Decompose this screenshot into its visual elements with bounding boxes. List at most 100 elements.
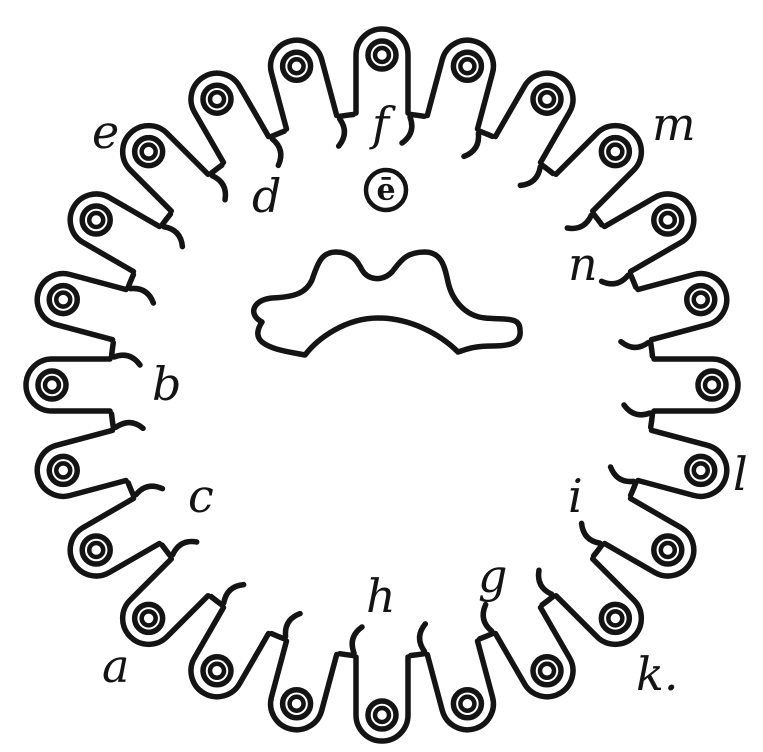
lobe-hook xyxy=(582,523,601,543)
lobe-hook xyxy=(567,215,591,228)
lobe-hook xyxy=(339,119,345,146)
ring-segment xyxy=(411,115,425,117)
lobe xyxy=(70,194,159,272)
lobe-hook xyxy=(285,614,300,637)
label-a: a xyxy=(102,639,129,693)
lobe-ring-inner xyxy=(540,664,554,678)
ring-segment xyxy=(631,483,636,496)
ring-segment xyxy=(480,634,493,639)
label-h: h xyxy=(366,569,396,623)
label-l: l xyxy=(733,447,748,501)
lobe-ring-inner xyxy=(210,664,224,678)
lobe-hook xyxy=(164,227,183,247)
lobe-hook xyxy=(483,605,492,632)
lobe-ring-inner xyxy=(661,213,675,227)
lobe-ring-inner xyxy=(540,92,554,106)
ring-segment xyxy=(128,483,133,496)
lobe-hook xyxy=(402,117,412,143)
lobe-hook xyxy=(173,542,197,555)
lobe-hook xyxy=(212,176,225,200)
label-n: n xyxy=(568,237,598,291)
label-e: e xyxy=(92,105,119,159)
lobe xyxy=(123,126,208,211)
label-m: m xyxy=(652,97,696,151)
lobe-ring-inner xyxy=(608,145,622,159)
label-k: k. xyxy=(636,647,679,701)
ring-segment xyxy=(651,343,653,357)
lobe-ring-outer xyxy=(533,657,561,685)
lobe-ring-inner xyxy=(210,92,224,106)
lobe xyxy=(123,559,208,644)
lobe xyxy=(556,559,641,644)
ring-segment xyxy=(594,545,602,556)
lobe-ring-inner xyxy=(694,463,708,477)
lobe-ring-outer xyxy=(82,536,110,564)
ring-segment xyxy=(162,545,170,556)
lobe-ring-inner xyxy=(290,697,304,711)
ring-segment xyxy=(272,131,285,136)
lobe-hook xyxy=(624,405,650,415)
lobe-ring-inner xyxy=(45,378,59,392)
lobe-ring-outer xyxy=(654,536,682,564)
lobe-hook xyxy=(420,624,426,651)
lobe-ring-inner xyxy=(460,59,474,73)
lobe-hook xyxy=(611,467,634,482)
label-d: d xyxy=(252,169,281,223)
ring-segment xyxy=(211,597,222,605)
lobe-ring-outer xyxy=(283,52,311,80)
lobe xyxy=(70,498,159,576)
central-blob xyxy=(254,252,520,355)
lobe-ring-outer xyxy=(203,657,231,685)
lobe-hook xyxy=(224,585,244,604)
label-b: b xyxy=(152,357,181,411)
lobe-ring-inner xyxy=(89,213,103,227)
lobe-ring-inner xyxy=(56,463,70,477)
lobe-ring-outer xyxy=(601,138,629,166)
lobe-ring-outer xyxy=(82,206,110,234)
lobe xyxy=(605,194,694,272)
label-f: f xyxy=(369,97,396,151)
ring-segment xyxy=(340,654,354,656)
lobe-ring-outer xyxy=(654,206,682,234)
lobe-ring-outer xyxy=(49,286,77,314)
label-i: i xyxy=(568,469,583,523)
label-c: c xyxy=(188,469,214,523)
ring-segment xyxy=(594,214,602,225)
lobe-ring-outer xyxy=(687,286,715,314)
ring-segment xyxy=(631,275,636,288)
lobe xyxy=(191,608,269,697)
lobe-ring-outer xyxy=(698,371,726,399)
ring-segment xyxy=(112,414,114,428)
lobe-ring-outer xyxy=(203,85,231,113)
lobe-hook xyxy=(602,275,629,284)
lobe-ring-inner xyxy=(375,48,389,62)
ring-segment xyxy=(128,275,133,288)
lobe-ring-inner xyxy=(290,59,304,73)
lobe-ring-outer xyxy=(49,456,77,484)
ring-segment xyxy=(272,634,285,639)
lobe-ring-outer xyxy=(601,604,629,632)
lobe-ring-outer xyxy=(368,701,396,729)
lobe-hook xyxy=(621,342,648,348)
lobe-ring-inner xyxy=(142,611,156,625)
lobe-ring-outer xyxy=(453,52,481,80)
lobe-hook xyxy=(464,133,479,156)
lobe-ring-outer xyxy=(38,371,66,399)
ring-segment xyxy=(542,165,553,173)
lobe-ring-outer xyxy=(135,138,163,166)
lobe-ring-outer xyxy=(533,85,561,113)
lobe-ring-outer xyxy=(687,456,715,484)
lobe-hook xyxy=(116,423,143,429)
ring-segment xyxy=(112,343,114,357)
lobe-ring-inner xyxy=(608,611,622,625)
lobe-ring-inner xyxy=(375,708,389,722)
ring-segment xyxy=(411,654,425,656)
lobe-ring-inner xyxy=(56,293,70,307)
ring-segment xyxy=(211,165,222,173)
lobe xyxy=(191,73,269,162)
lobe-hook xyxy=(352,627,362,653)
lobe-ring-inner xyxy=(694,293,708,307)
ring-segment xyxy=(651,414,653,428)
lobe-ring-inner xyxy=(705,378,719,392)
